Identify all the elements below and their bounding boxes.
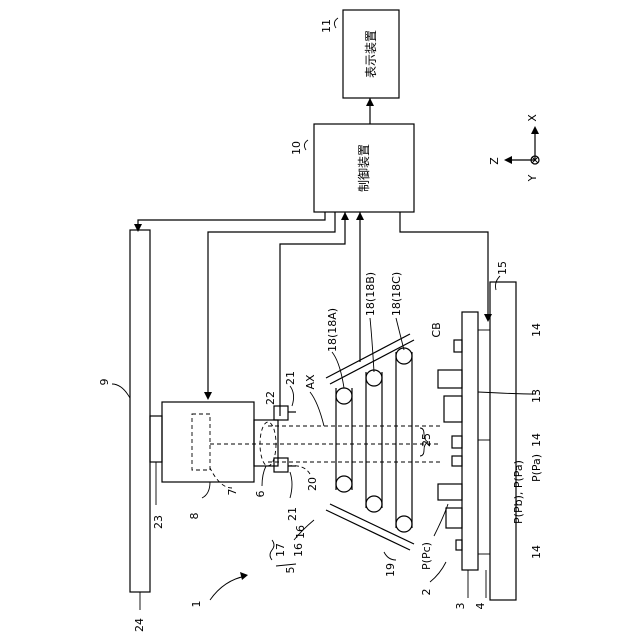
ref-14-top: 14 <box>530 323 543 337</box>
ref-7: 7 <box>226 489 239 496</box>
ref-23: 23 <box>152 515 165 529</box>
display-device-label: 表示装置 <box>364 30 378 78</box>
ref-pa: P(Pa) <box>530 454 543 482</box>
ref-18b: 18(18B) <box>364 272 377 316</box>
mount-23 <box>150 416 162 462</box>
frame-24 <box>130 230 150 592</box>
ref-17: 17 <box>274 543 287 557</box>
ref-4: 4 <box>474 603 487 610</box>
ref-14-mid: 14 <box>530 433 543 447</box>
ref-19: 19 <box>384 563 397 577</box>
sensor-7 <box>192 414 210 470</box>
ref-14-bottom: 14 <box>530 545 543 559</box>
axis-x-label: X <box>526 114 539 122</box>
ref-pc: P(Pc) <box>420 542 433 570</box>
board-3 <box>462 312 478 570</box>
stage-15 <box>490 282 516 600</box>
ref-2: 2 <box>420 589 433 596</box>
ref-20: 20 <box>306 477 319 491</box>
belt-18a <box>336 388 352 492</box>
ref-15: 15 <box>496 261 509 275</box>
control-device-label: 制御装置 <box>356 144 371 192</box>
ref-21-top: 21 <box>284 371 297 385</box>
ref-10: 10 <box>290 141 303 155</box>
ref-16-bracket: 16 <box>294 525 307 539</box>
ref-5: 5 <box>284 567 297 574</box>
ref-1: 1 <box>190 601 203 608</box>
ref-24: 24 <box>133 618 146 632</box>
component-cb <box>454 340 462 352</box>
axis-y-label: Y <box>526 174 539 182</box>
ref-9: 9 <box>98 379 111 386</box>
axes-indicator: X Z Y <box>488 114 539 183</box>
belt-18c <box>396 348 412 532</box>
ref-16: 16 <box>292 543 305 557</box>
ref-6: 6 <box>254 491 267 498</box>
ref-18a: 18(18A) <box>326 308 339 352</box>
light-21-bottom <box>274 458 288 472</box>
ref-13: 13 <box>530 389 543 403</box>
ref-pbpa: P(Pb), P(Pa) <box>512 460 525 524</box>
axis-z-label: Z <box>488 157 501 165</box>
ref-ax: AX <box>304 374 317 390</box>
ref-25: 25 <box>420 433 433 447</box>
ref-11: 11 <box>320 19 333 33</box>
ref-18c: 18(18C) <box>390 272 403 316</box>
ref-cb: CB <box>430 322 443 337</box>
ref-22: 22 <box>264 391 277 405</box>
ref-21-bottom: 21 <box>286 507 299 521</box>
ref-8: 8 <box>188 513 201 520</box>
light-21-top <box>274 406 288 420</box>
ref-3: 3 <box>454 603 467 610</box>
belt-18b <box>366 370 382 512</box>
frame-19 <box>326 510 410 550</box>
